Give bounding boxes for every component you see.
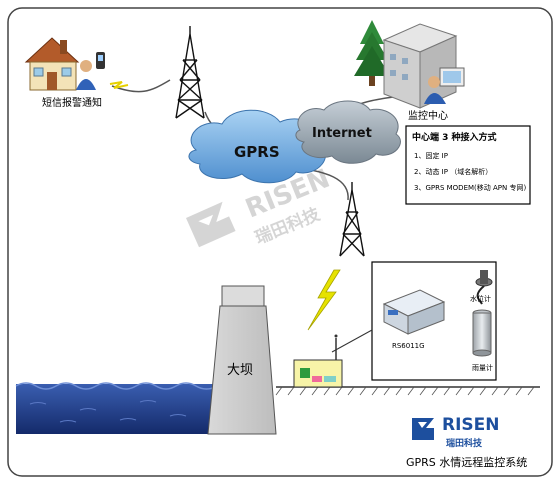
water-level-meter-label: 水位计 <box>470 294 491 303</box>
equipment-panel: RS6011G 水位计 雨量计 <box>331 261 497 381</box>
access-method-item: 1、固定 IP <box>414 151 448 160</box>
cell-tower-icon <box>175 26 205 119</box>
house-tower-link <box>111 79 171 93</box>
dam-label: 大坝 <box>227 363 253 378</box>
device-model-label: RS6011G <box>392 342 425 350</box>
internet-label: Internet <box>312 126 372 141</box>
tree-icon <box>354 20 390 86</box>
gprs-label: GPRS <box>234 143 280 161</box>
reservoir-water <box>15 382 219 434</box>
gprs-cloud: GPRS <box>188 109 326 184</box>
field-station-icon <box>293 334 343 388</box>
operator-computer-icon <box>424 67 465 104</box>
person-phone-icon <box>76 52 105 90</box>
server-building-icon <box>382 23 458 109</box>
dam-structure: 大坝 <box>207 285 277 435</box>
water-level-sensor-icon <box>475 270 493 305</box>
footer-logo: RISEN 瑞田科技 GPRS 水情远程监控系统 <box>406 415 527 469</box>
rain-gauge-label: 雨量计 <box>472 363 493 372</box>
footer-brand: RISEN <box>442 415 500 435</box>
access-method-item: 2、动态 IP （域名解析） <box>414 167 492 176</box>
footer-brand-cn: 瑞田科技 <box>446 437 483 449</box>
access-methods-box: 中心端 3 种接入方式 1、固定 IP 2、动态 IP （域名解析） 3、GPR… <box>405 125 531 205</box>
rain-gauge-icon <box>472 309 492 357</box>
access-method-item: 3、GPRS MODEM(移动 APN 专网) <box>414 183 526 192</box>
sms-alarm-label: 短信报警通知 <box>42 96 102 109</box>
cell-tower-icon <box>339 182 365 257</box>
wireless-signal-bolt <box>307 269 341 331</box>
rtu-device-icon <box>382 289 446 335</box>
house-icon <box>24 37 80 91</box>
house-signal-bolt <box>109 81 129 89</box>
footer-caption: GPRS 水情远程监控系统 <box>406 455 527 469</box>
access-box-title: 中心端 3 种接入方式 <box>412 131 497 143</box>
brand-logo-icon <box>412 418 434 440</box>
monitor-center-label: 监控中心 <box>408 109 448 122</box>
internet-cloud: Internet <box>295 100 401 164</box>
